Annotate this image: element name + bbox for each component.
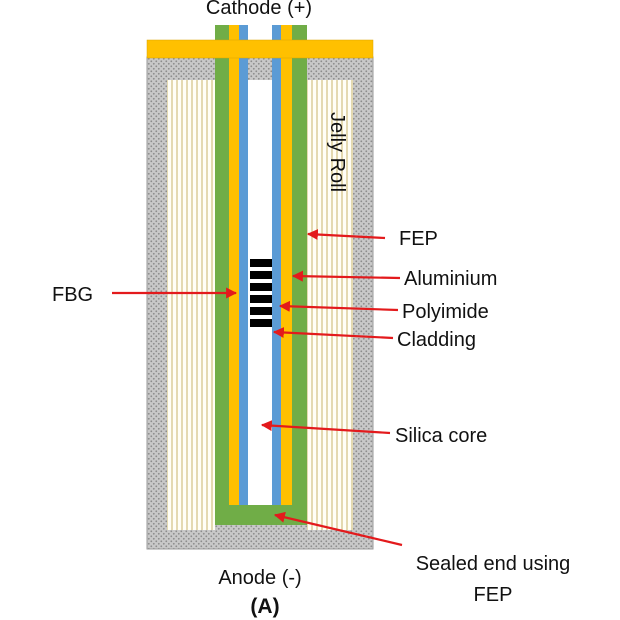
polyimide-layer-left <box>239 25 248 510</box>
polyimide-layer-right <box>272 25 281 510</box>
jelly-roll-label: Jelly Roll <box>326 112 348 192</box>
fep-arrow <box>306 229 386 241</box>
aluminium-layer-left <box>229 25 239 510</box>
jelly-roll-right <box>307 80 353 530</box>
cathode-cap <box>146 39 374 59</box>
aluminium-arrow <box>291 270 401 282</box>
aluminium-label: Aluminium <box>404 268 497 290</box>
polyimide-arrow <box>278 300 399 312</box>
sealed-end-label-line2: FEP <box>474 584 513 606</box>
sealed-end <box>215 505 307 525</box>
silica-core-arrow <box>260 420 391 435</box>
cladding-arrow <box>272 327 394 340</box>
aluminium-layer-right <box>281 25 292 510</box>
fep-label: FEP <box>399 228 438 250</box>
sealed-end-label-line1: Sealed end using <box>416 553 571 575</box>
anode-label: Anode (-) <box>218 567 301 589</box>
fep-layer-left <box>215 25 229 525</box>
panel-label: (A) <box>250 595 279 618</box>
sealed-end-arrow <box>273 511 403 547</box>
cathode-label: Cathode (+) <box>206 0 312 19</box>
fbg-label: FBG <box>52 284 93 306</box>
jelly-roll-left <box>167 80 215 530</box>
fbg-grating <box>250 259 272 327</box>
polyimide-label: Polyimide <box>402 301 489 323</box>
silica-core-label: Silica core <box>395 425 487 447</box>
cladding-label: Cladding <box>397 329 476 351</box>
